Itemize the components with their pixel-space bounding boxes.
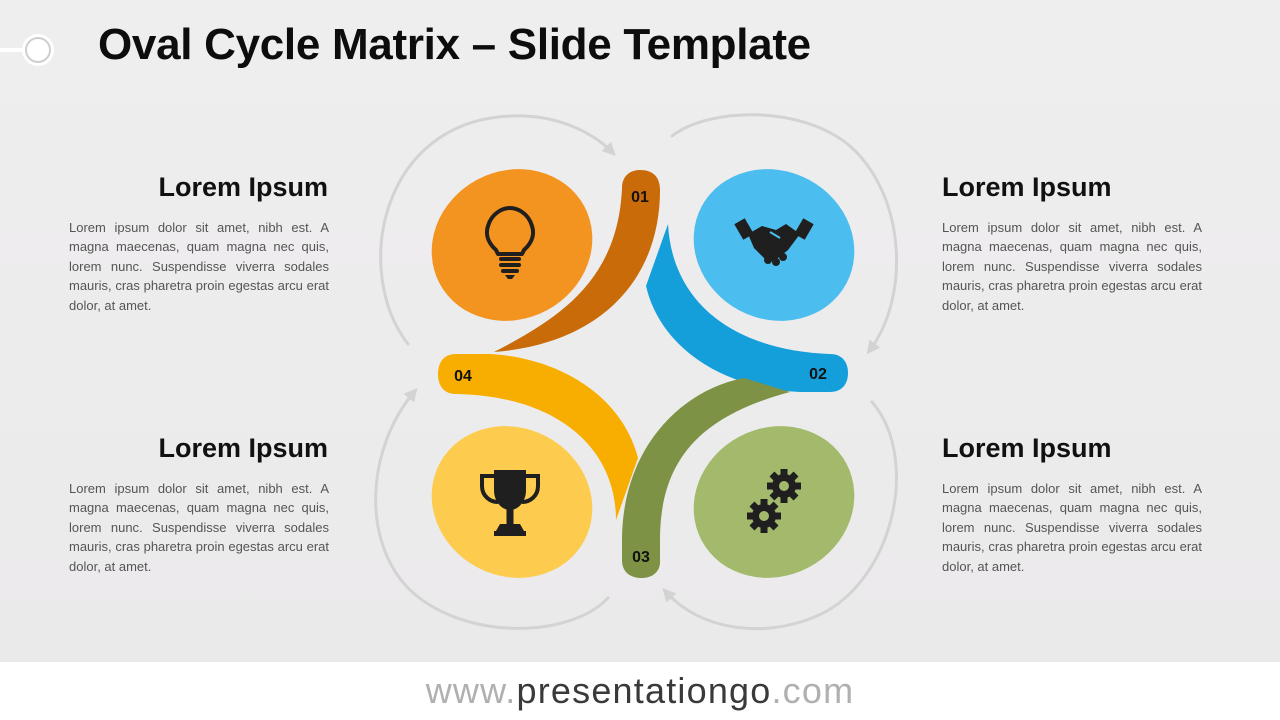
step-number-01: 01 <box>631 189 649 206</box>
band-03 <box>622 378 790 578</box>
step-03: 03 <box>622 378 855 578</box>
gears-icon <box>747 469 801 533</box>
step-number-02: 02 <box>809 366 827 383</box>
block-01-heading: Lorem Ipsum <box>158 172 328 202</box>
band-01 <box>494 170 660 352</box>
step-02: 02 <box>646 169 855 392</box>
oval-cycle-diagram: 01 02 03 <box>374 113 899 631</box>
block-03-heading: Lorem Ipsum <box>942 433 1112 463</box>
cycle-arrow-bottom-right <box>662 400 898 631</box>
block-04-body: Lorem ipsum dolor sit amet, nibh est. A … <box>69 481 329 574</box>
oval-01 <box>431 169 593 321</box>
handshake-icon <box>734 218 814 266</box>
block-01-body: Lorem ipsum dolor sit amet, nibh est. A … <box>69 220 329 313</box>
block-02-body: Lorem ipsum dolor sit amet, nibh est. A … <box>942 220 1202 313</box>
cycle-arrow-top-left <box>379 114 616 346</box>
cycle-arrow-bottom-left <box>374 387 610 630</box>
footer-url: www.presentationgo.com <box>0 662 1280 720</box>
lightbulb-icon <box>485 206 535 279</box>
cycle-arrow-top-right <box>670 113 899 355</box>
trophy-icon <box>480 470 540 536</box>
step-01: 01 <box>431 169 660 352</box>
block-03-body: Lorem ipsum dolor sit amet, nibh est. A … <box>942 481 1202 574</box>
footer-prefix: www. <box>425 670 517 711</box>
step-04: 04 <box>431 354 638 578</box>
step-number-03: 03 <box>632 549 650 566</box>
footer-suffix: .com <box>771 670 855 711</box>
slide-title: Oval Cycle Matrix – Slide Template <box>98 20 811 69</box>
block-02-heading: Lorem Ipsum <box>942 172 1112 202</box>
title-decoration <box>0 34 54 66</box>
band-02 <box>646 224 848 392</box>
band-04 <box>438 354 638 520</box>
block-04-heading: Lorem Ipsum <box>158 433 328 463</box>
footer-brand: presentationgo <box>516 670 772 711</box>
step-number-04: 04 <box>454 368 472 385</box>
